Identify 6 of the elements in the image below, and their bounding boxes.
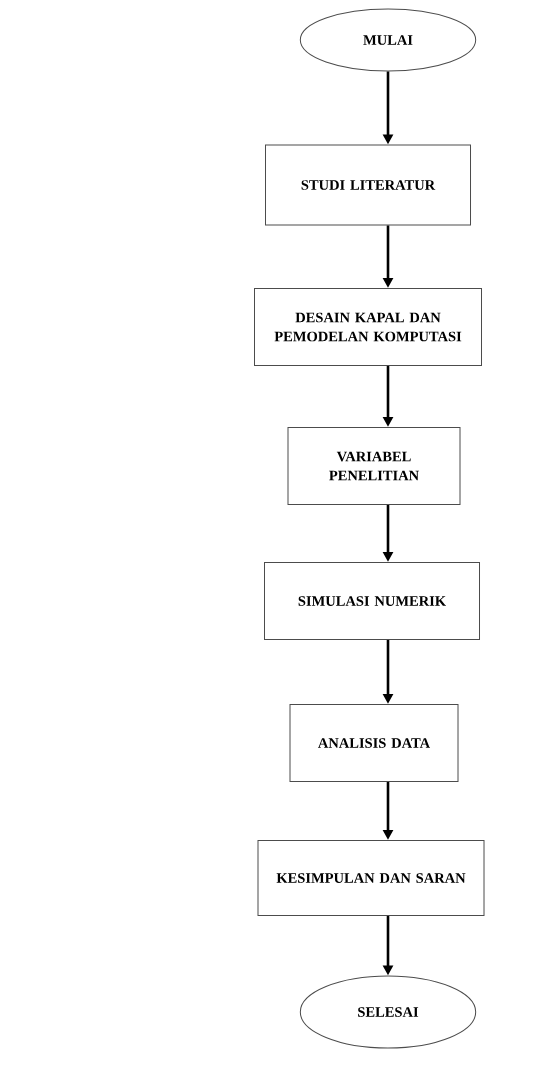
process-box: DESAIN KAPAL DAN PEMODELAN KOMPUTASI xyxy=(254,288,482,366)
process-box: STUDI LITERATUR xyxy=(265,144,471,226)
process-box: KESIMPULAN DAN SARAN xyxy=(257,840,485,916)
process-box: SIMULASI NUMERIK xyxy=(264,562,480,640)
process-box: VARIABEL PENELITIAN xyxy=(287,427,461,505)
process-box: ANALISIS DATA xyxy=(289,704,459,782)
